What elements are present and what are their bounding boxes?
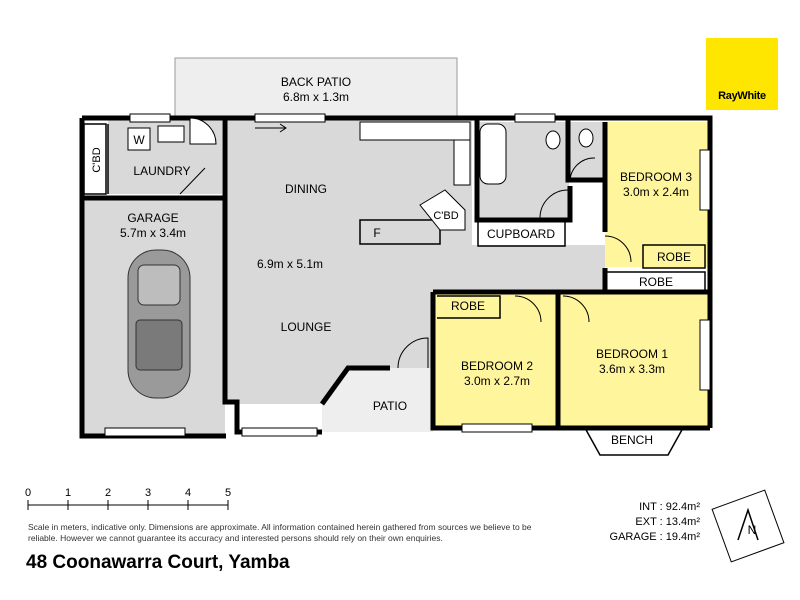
patio-label: PATIO (373, 399, 407, 413)
scale-tick-5: 5 (225, 487, 231, 499)
scale-bar: 0 1 2 3 4 5 (25, 487, 231, 510)
kitchen-cbd-shape (419, 189, 466, 231)
bench-label: BENCH (611, 433, 653, 447)
logo-text: RayWhite (718, 90, 766, 102)
scale-tick-3: 3 (145, 487, 151, 499)
disclaimer-text: Scale in meters, indicative only. Dimens… (28, 522, 532, 543)
raywhite-logo: RayWhite (706, 38, 778, 110)
bedroom-3-size: 3.0m x 2.4m (623, 185, 689, 199)
bedroom-1-area (558, 292, 709, 428)
back-patio-area (174, 57, 458, 119)
scale-tick-0: 0 (25, 487, 31, 499)
bedroom-3-robe: ROBE (657, 250, 691, 264)
toilet-2 (578, 128, 594, 148)
bedroom-3-label: BEDROOM 3 (620, 170, 692, 184)
compass-icon: N (711, 489, 785, 563)
car-icon (127, 249, 191, 399)
fridge-label: F (373, 226, 380, 240)
bathtub (479, 123, 507, 185)
dining-label: DINING (285, 182, 327, 196)
laundry-label: LAUNDRY (133, 164, 190, 178)
cooktop (453, 139, 471, 186)
area-int: INT : 92.4m² (639, 501, 700, 513)
kitchen-bench (359, 121, 471, 141)
compass-label: N (748, 523, 757, 537)
kitchen-cbd-label: C'BD (433, 210, 458, 222)
garage-size: 5.7m x 3.4m (120, 226, 186, 240)
garage-label: GARAGE (127, 211, 178, 225)
scale-tick-4: 4 (185, 487, 191, 499)
area-summary: INT : 92.4m² EXT : 13.4m² GARAGE : 19.4m… (580, 500, 700, 545)
cbd-left-label: C'BD (91, 147, 103, 172)
scale-tick-2: 2 (105, 487, 111, 499)
bedroom-1-label: BEDROOM 1 (596, 347, 668, 361)
bedroom-2-area (433, 292, 557, 428)
bedroom-2-size: 3.0m x 2.7m (464, 374, 530, 388)
bedroom-1-size: 3.6m x 3.3m (599, 362, 665, 376)
scale-tick-1: 1 (65, 487, 71, 499)
back-patio-label: BACK PATIO (281, 75, 351, 89)
patio-area (322, 368, 433, 432)
laundry-tub (157, 125, 185, 143)
bedroom-2-robe: ROBE (451, 299, 485, 313)
dining-lounge-size: 6.9m x 5.1m (257, 257, 323, 271)
washer (127, 127, 151, 151)
dining-lounge-area (225, 118, 605, 404)
lounge-label: LOUNGE (281, 320, 332, 334)
bedroom-1-robe: ROBE (639, 275, 673, 289)
area-ext: EXT : 13.4m² (635, 516, 700, 528)
area-garage: GARAGE : 19.4m² (609, 531, 700, 543)
cupboard-label: CUPBOARD (487, 227, 555, 241)
bedroom-2-label: BEDROOM 2 (461, 359, 533, 373)
back-patio-size: 6.8m x 1.3m (283, 90, 349, 104)
washer-label: W (133, 133, 145, 147)
toilet (545, 130, 561, 150)
property-address: 48 Coonawarra Court, Yamba (26, 552, 290, 573)
